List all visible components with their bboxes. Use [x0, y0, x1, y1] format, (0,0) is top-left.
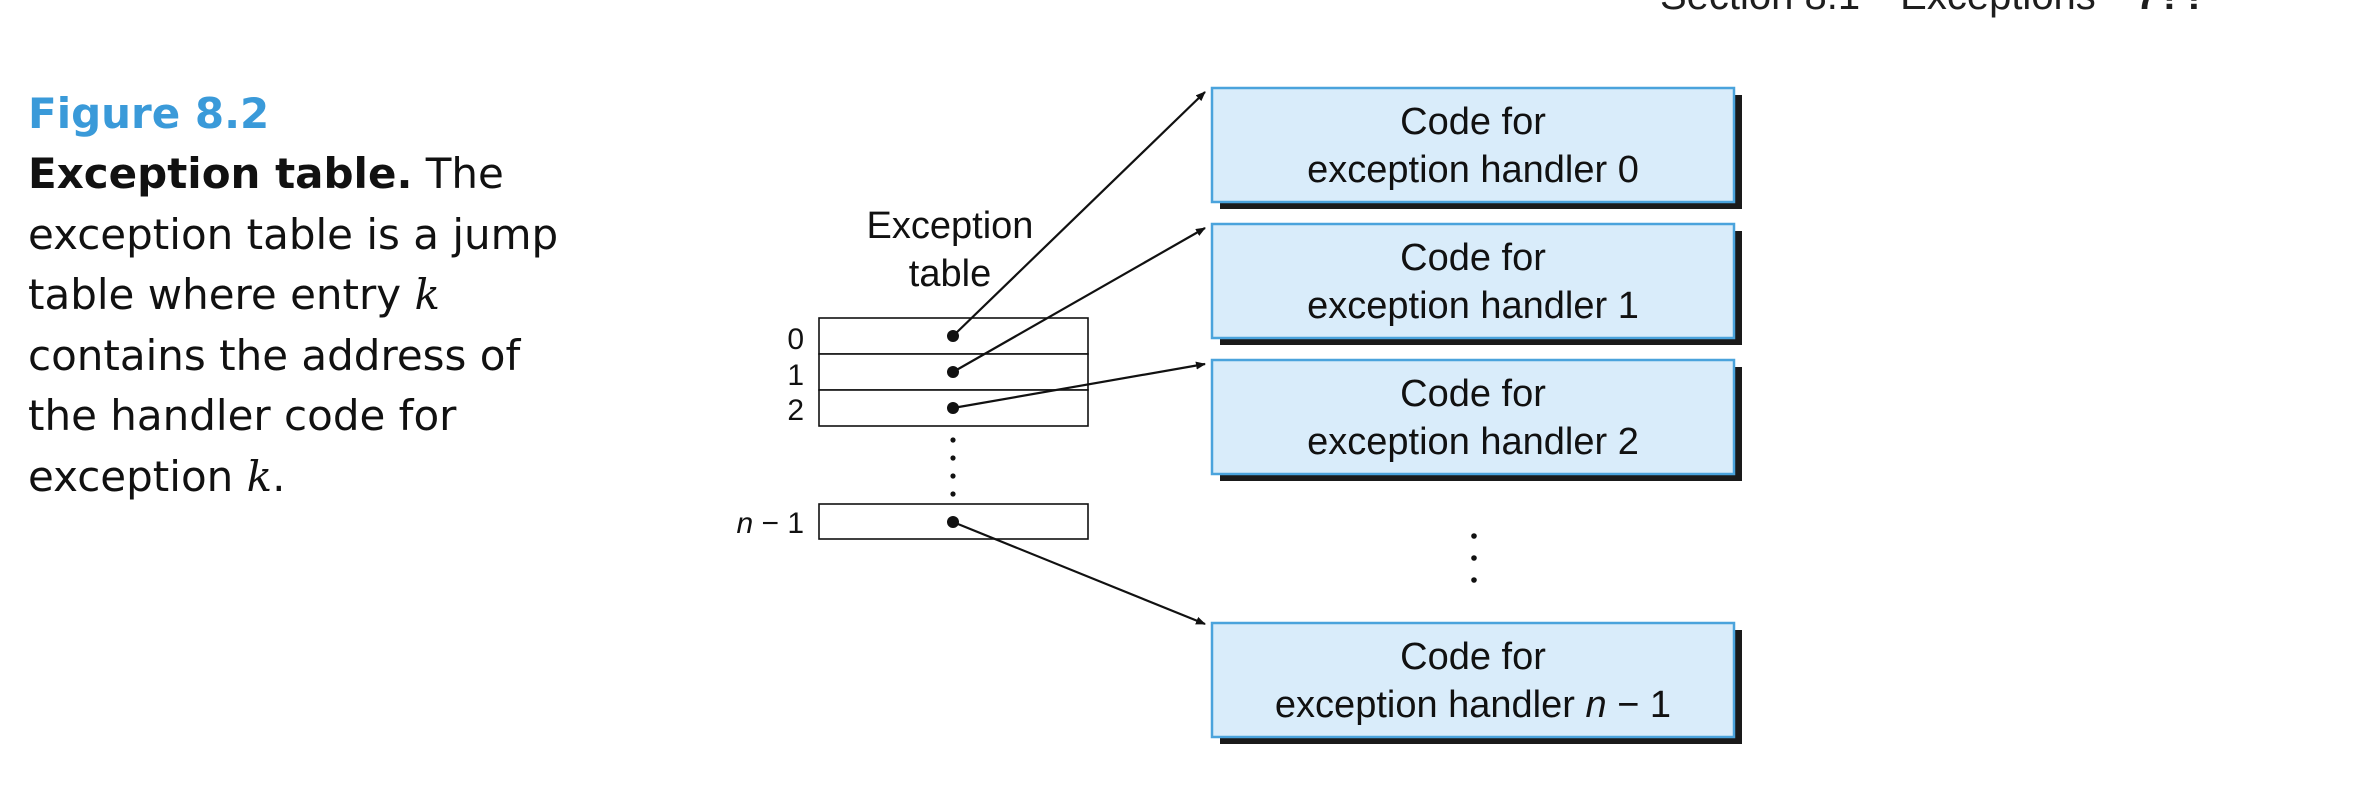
handler-box-last: Code for exception handler n − 1	[1210, 621, 1742, 744]
caption-text-2: contains the address of the handler code…	[28, 330, 521, 501]
handler-ellipsis	[1471, 533, 1477, 583]
row-index-minus-one: − 1	[753, 507, 804, 540]
handler-box-0: Code for exception handler 0	[1210, 86, 1742, 209]
pointer-arrows	[952, 91, 1206, 626]
table-label-line1: Exception	[867, 205, 1034, 247]
caption-title: Exception table.	[28, 149, 413, 198]
handler-last-line1: Code for	[1400, 636, 1546, 678]
caption-var-k: k	[414, 270, 440, 319]
caption-text-3: .	[272, 451, 286, 501]
handler-last-line2: exception handler n − 1	[1275, 684, 1671, 726]
arrow-0	[952, 91, 1206, 337]
caption-var-k: k	[246, 451, 273, 501]
handler-0-line2: exception handler 0	[1307, 149, 1639, 191]
handler-2-line2: exception handler 2	[1307, 421, 1639, 463]
handler-2-line1: Code for	[1400, 373, 1546, 415]
arrow-2	[952, 361, 1206, 410]
handler-1-line2: exception handler 1	[1307, 285, 1639, 327]
figure-caption: Figure 8.2 Exception table. The exceptio…	[28, 84, 568, 507]
handler-0-line1: Code for	[1400, 101, 1546, 143]
arrow-1	[952, 227, 1206, 373]
caption-body: Exception table. The exception table is …	[28, 144, 568, 507]
handler-last-prefix: exception handler	[1275, 684, 1586, 726]
handler-box-1: Code for exception handler 1	[1210, 222, 1742, 345]
row-index-last: n − 1	[736, 507, 804, 540]
caption-text-1: The exception table is a jump table wher…	[28, 149, 559, 319]
header-title: Exceptions	[1900, 0, 2096, 16]
running-header: Section 8.1 Exceptions 7??	[1660, 0, 2360, 16]
handler-box-2: Code for exception handler 2	[1210, 358, 1742, 481]
row-index-1: 1	[787, 359, 804, 392]
handler-last-suffix: − 1	[1607, 684, 1671, 726]
row-index-var-n: n	[736, 507, 753, 540]
figure-label: Figure 8.2	[28, 89, 270, 138]
row-index-0: 0	[787, 323, 804, 356]
row-index-2: 2	[787, 394, 804, 427]
table-label-line2: table	[909, 253, 991, 295]
handler-1-line1: Code for	[1400, 237, 1546, 279]
header-section: Section 8.1	[1660, 0, 1860, 16]
handler-last-var-n: n	[1585, 684, 1606, 726]
table-ellipsis	[950, 437, 956, 497]
header-page-number: 7??	[2136, 0, 2207, 16]
arrow-last	[952, 520, 1206, 626]
